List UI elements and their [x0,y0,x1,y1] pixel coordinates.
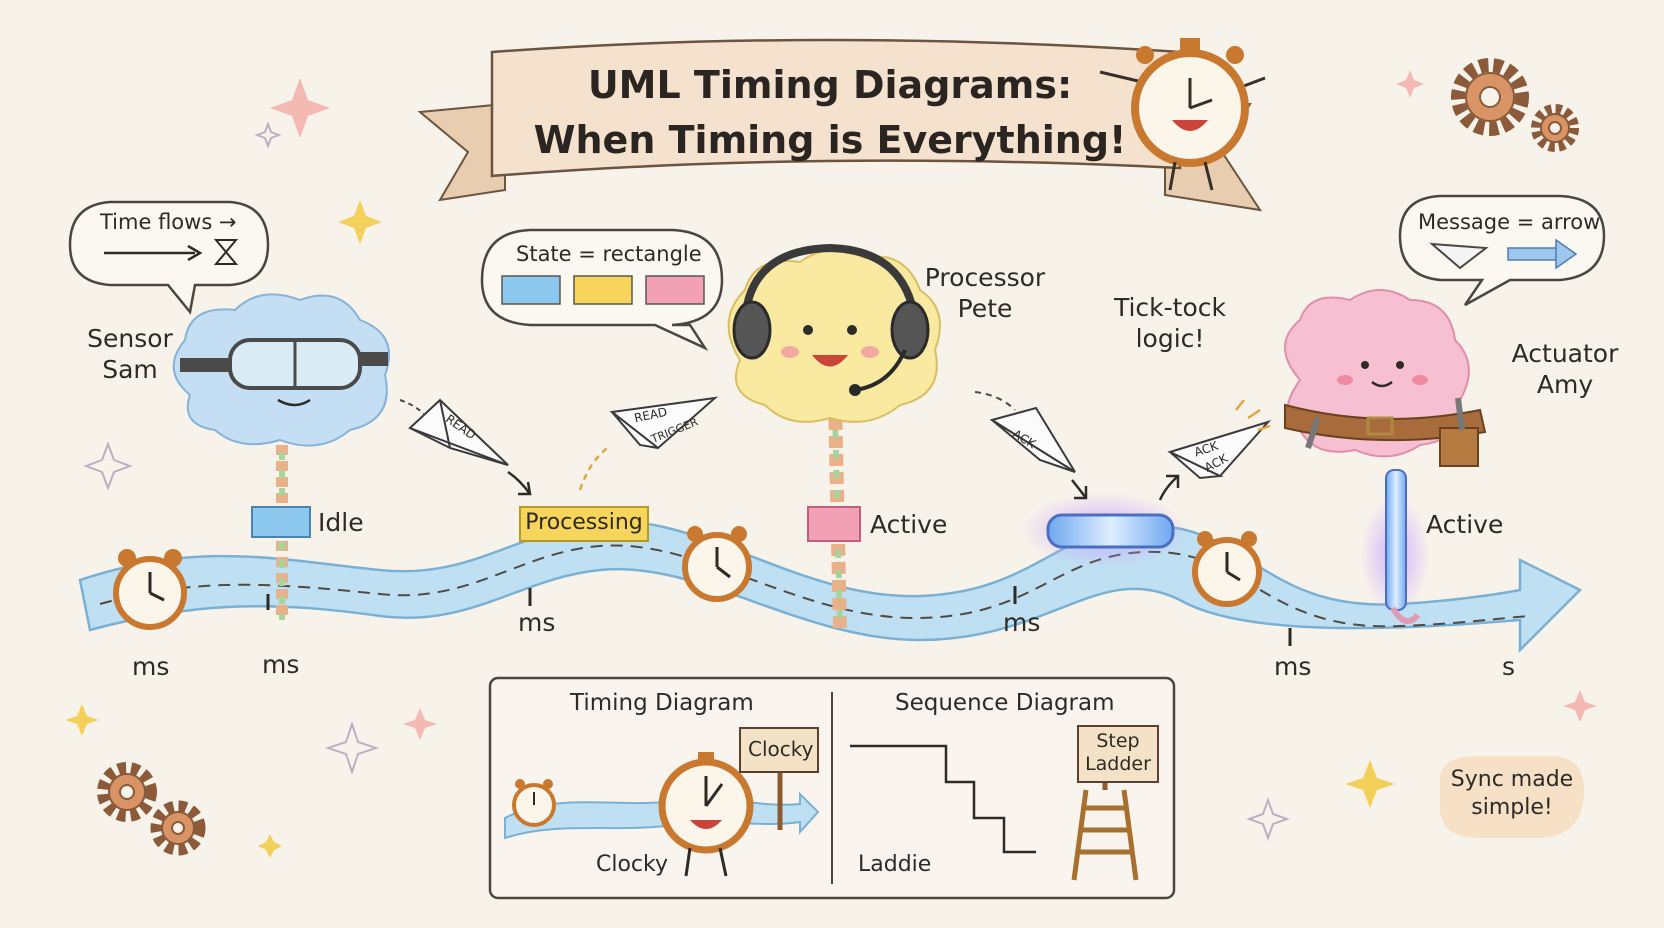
step-ladder-character [1071,725,1159,881]
gear-icon [1451,58,1579,152]
state-label-active-amy: Active [1426,510,1504,539]
bubble-message-arrow [1398,194,1606,307]
mascot-clock-icon [1099,38,1266,191]
bubble-state-rectangle-text: State = rectangle [516,242,702,266]
processor-pete-label: Processor Pete [924,263,1046,323]
clocky-character [658,727,819,877]
actuator-amy-character [1284,289,1487,625]
gear-icon [97,762,206,856]
step-ladder-sign-text: Step Ladder [1085,730,1151,775]
sparkle-icon [65,200,1395,858]
clocky-sign-text: Clocky [748,737,814,761]
tick-label: ms [262,650,300,679]
state-rectangle-active [807,506,861,542]
tick-label: ms [1003,608,1041,637]
page-title: UML Timing Diagrams: When Timing is Ever… [533,63,1127,162]
clocky-name-label: Clocky [596,852,669,877]
sync-note-blob [1440,756,1584,838]
motion-lines-icon [399,391,1016,416]
alarm-clock-icon [113,549,187,630]
sensor-sam-character [172,293,390,620]
bubble-state-rectangle [480,228,724,351]
paper-plane-icon [408,398,509,466]
state-rectangle-idle [251,506,311,538]
sparkle-icon [83,121,1290,841]
sequence-steps [850,744,1036,854]
alarm-clock-icon [1192,531,1262,607]
bubble-time-flows-text: Time flows → [100,210,237,234]
tick-label: ms [132,652,170,681]
motion-lines-icon [578,399,1271,491]
timing-diagram-heading: Timing Diagram [570,690,754,716]
processor-pete-character [727,243,941,631]
state-rectangle-processing [519,506,649,542]
hourglass-icon [213,239,239,265]
alarm-clock-icon [512,779,556,827]
sensor-sam-label: Sensor Sam [87,324,173,384]
active-state-glow [1019,492,1189,568]
paper-plane-icon [609,396,719,450]
alarm-clock-icon [682,526,752,602]
sparkle-icon [270,70,1597,740]
laddie-name-label: Laddie [858,852,932,877]
actuator-amy-label: Actuator Amy [1511,339,1619,399]
sequence-diagram-heading: Sequence Diagram [895,690,1115,716]
paper-plane-icon [1167,420,1272,480]
sync-note-text: Sync made simple! [1450,767,1574,820]
tick-label: ms [1274,652,1312,681]
bubble-time-flows [68,200,270,315]
tick-label: s [1502,652,1516,681]
tick-tock-annotation: Tick-tock logic! [1113,293,1226,353]
state-label-active-pete: Active [870,510,948,539]
tick-label: ms [518,608,556,637]
paper-plane-icon [989,406,1076,473]
bubble-message-arrow-text: Message = arrow [1418,210,1601,234]
state-label-idle: Idle [318,508,364,537]
state-label-processing: Processing [525,510,643,535]
message-arrow-icon [507,470,1180,501]
